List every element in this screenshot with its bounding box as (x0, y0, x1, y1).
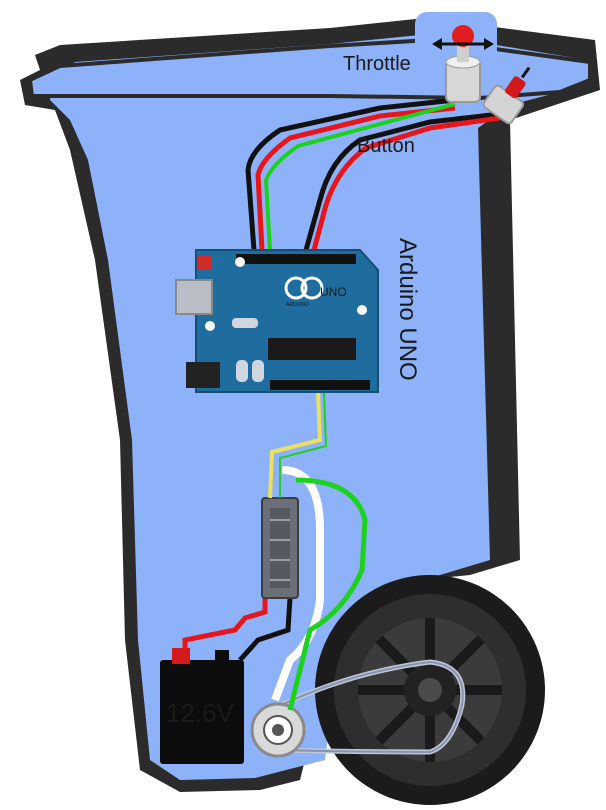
battery-voltage-label: 12.6V (166, 698, 235, 728)
arduino-label: Arduino UNO (394, 238, 421, 381)
drive-belt (272, 659, 466, 755)
battery-icon (160, 648, 244, 764)
arduino-board: UNO ARDUINO (175, 249, 379, 393)
board-logo: UNO (320, 285, 347, 299)
board-brand: ARDUINO (286, 302, 309, 308)
wheel-icon (315, 575, 545, 805)
motor-controller-icon (261, 497, 299, 599)
button-label: Button (357, 135, 415, 157)
throttle-knob-icon (445, 25, 481, 103)
motor-icon (250, 702, 306, 758)
push-button-icon (482, 66, 531, 125)
throttle-label: Throttle (343, 53, 411, 75)
double-arrow-icon (432, 38, 494, 50)
